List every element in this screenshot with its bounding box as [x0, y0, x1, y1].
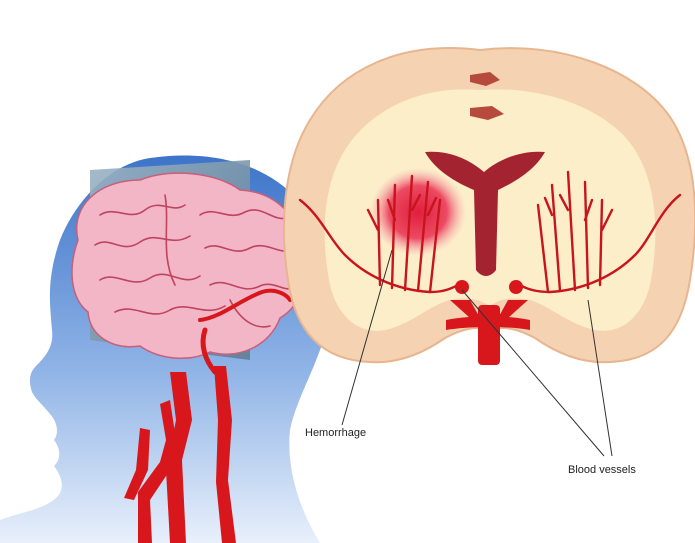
blood-vessels-label: Blood vessels — [568, 464, 636, 476]
hemorrhage-label: Hemorrhage — [305, 427, 366, 439]
brain-section — [284, 48, 695, 365]
hemorrhage-area — [370, 168, 466, 256]
